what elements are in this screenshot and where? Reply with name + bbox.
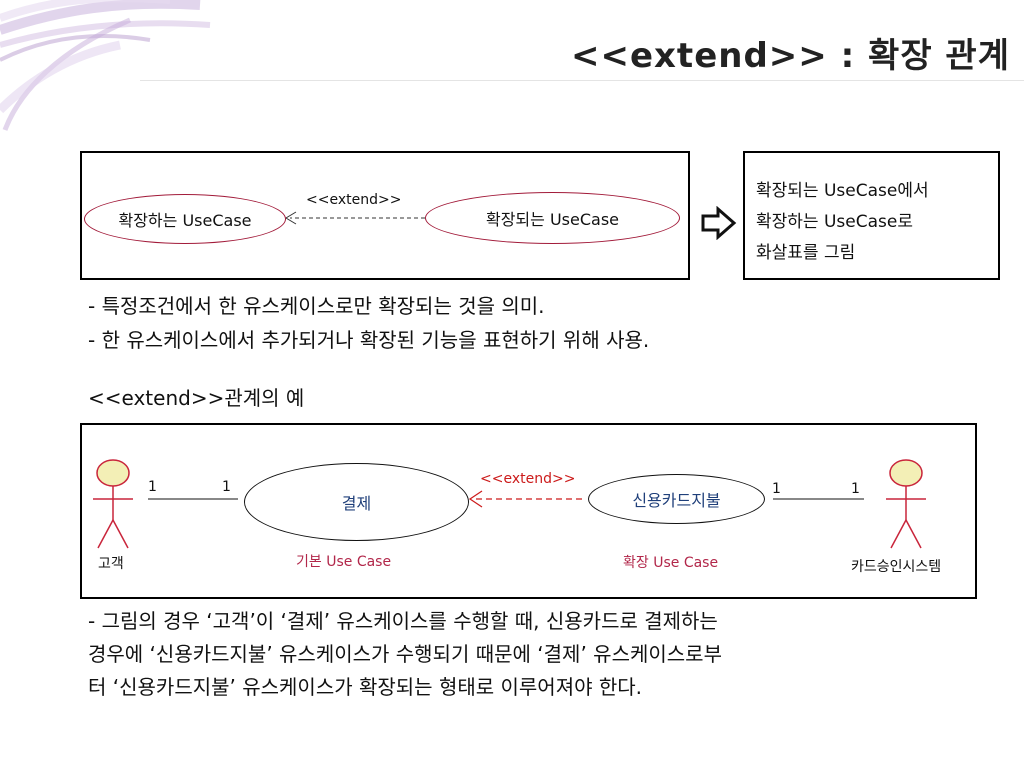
explanation-paragraph-line-1: - 그림의 경우 ‘고객’이 ‘결제’ 유스케이스를 수행할 때, 신용카드로 … bbox=[88, 609, 718, 633]
usecase-credit-card: 신용카드지불 bbox=[588, 474, 765, 524]
decorative-swirl bbox=[0, 0, 211, 131]
page-title: <<extend>> : 확장 관계 bbox=[570, 36, 1010, 76]
mult-left-usecase: 1 bbox=[222, 479, 231, 495]
actor-right-figure bbox=[886, 459, 926, 549]
extend-arrow bbox=[285, 211, 425, 225]
extension-usecase-caption: 확장 Use Case bbox=[623, 555, 719, 571]
mult-right-actor: 1 bbox=[851, 481, 860, 497]
mult-left-actor: 1 bbox=[148, 479, 157, 495]
title-divider bbox=[140, 80, 1024, 81]
extend-diagram-box bbox=[80, 151, 690, 280]
usecase-payment: 결제 bbox=[244, 463, 469, 541]
actor-customer-label: 고객 bbox=[98, 556, 124, 572]
explanation-line-2: 확장하는 UseCase로 bbox=[756, 212, 913, 232]
explanation-box: 확장되는 UseCase에서 확장하는 UseCase로 화살표를 그림 bbox=[743, 151, 1000, 280]
extend-stereotype: <<extend>> bbox=[306, 192, 402, 208]
example-diagram-box bbox=[80, 423, 977, 599]
explanation-paragraph-line-3: 터 ‘신용카드지불’ 유스케이스가 확장되는 형태로 이루어져야 한다. bbox=[88, 675, 643, 699]
explanation-paragraph-line-2: 경우에 ‘신용카드지불’ 유스케이스가 수행되기 때문에 ‘결제’ 유스케이스로… bbox=[88, 642, 722, 666]
explanation-line-3: 화살표를 그림 bbox=[756, 243, 856, 263]
usecase-extended: 확장되는 UseCase bbox=[425, 192, 680, 244]
example-diagram-lines bbox=[93, 459, 926, 549]
bullet-2: - 한 유스케이스에서 추가되거나 확장된 기능을 표현하기 위해 사용. bbox=[88, 328, 650, 352]
example-stereotype: <<extend>> bbox=[480, 471, 576, 487]
usecase-extending: 확장하는 UseCase bbox=[84, 194, 286, 244]
actor-card-system-label: 카드승인시스템 bbox=[851, 559, 942, 575]
actor-left-figure bbox=[93, 459, 133, 549]
mult-right-usecase: 1 bbox=[772, 481, 781, 497]
explanation-line-1: 확장되는 UseCase에서 bbox=[756, 181, 929, 201]
right-arrow-icon bbox=[701, 206, 737, 240]
base-usecase-caption: 기본 Use Case bbox=[296, 554, 392, 570]
example-heading: <<extend>>관계의 예 bbox=[88, 386, 305, 410]
bullet-1: - 특정조건에서 한 유스케이스로만 확장되는 것을 의미. bbox=[88, 294, 545, 318]
